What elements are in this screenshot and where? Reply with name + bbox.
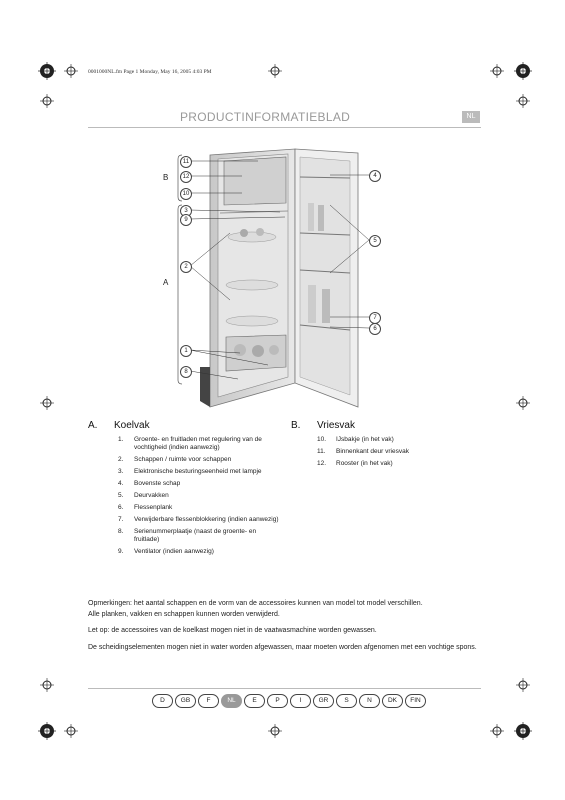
crosshair-icon [490, 64, 504, 78]
section-a-title: Koelvak [114, 420, 150, 431]
remark-removable: Alle planken, vakken en schappen kunnen … [88, 611, 280, 618]
list-item: 7.Verwijderbare flessenblokkering (indie… [118, 516, 279, 523]
crosshair-icon [40, 396, 54, 410]
page-title: PRODUCTINFORMATIEBLAD [180, 110, 351, 124]
list-item: 5.Deurvakken [118, 492, 169, 499]
crosshair-icon [64, 724, 78, 738]
callout-2: 2 [180, 261, 192, 273]
list-item: 2.Schappen / ruimte voor schappen [118, 456, 232, 463]
crosshair-icon [516, 396, 530, 410]
lang-dk[interactable]: DK [382, 694, 403, 708]
lang-gb[interactable]: GB [175, 694, 196, 708]
callout-7: 7 [369, 312, 381, 324]
callout-1: 1 [180, 345, 192, 357]
title-rule [88, 127, 481, 128]
crosshair-icon [40, 678, 54, 692]
section-b-list: 10.IJsbakje (in het vak) 11.Binnenkant d… [317, 436, 487, 472]
crosshair-icon [40, 94, 54, 108]
lang-f[interactable]: F [198, 694, 219, 708]
list-item: 6.Flessenplank [118, 504, 173, 511]
list-item: 4.Bovenste schap [118, 480, 181, 487]
section-a-list: 1.Groente- en fruitladen met regulering … [118, 436, 283, 560]
registration-mark-icon [514, 62, 532, 80]
registration-mark-icon [514, 722, 532, 740]
crosshair-icon [516, 94, 530, 108]
callout-4: 4 [369, 170, 381, 182]
language-selector: D GB F NL E P I GR S N DK FIN [152, 694, 426, 708]
registration-mark-icon [38, 722, 56, 740]
list-item: 11.Binnenkant deur vriesvak [317, 448, 409, 455]
crosshair-icon [268, 64, 282, 78]
fridge-diagram [177, 148, 370, 408]
footer-rule [88, 688, 481, 689]
list-item: 3.Elektronische besturingseenheid met la… [118, 468, 262, 475]
diagram-label-a: A [163, 278, 169, 287]
section-b-title: Vriesvak [317, 420, 355, 431]
callout-8: 8 [180, 366, 192, 378]
lang-s[interactable]: S [336, 694, 357, 708]
lang-e[interactable]: E [244, 694, 265, 708]
lang-d[interactable]: D [152, 694, 173, 708]
callout-9: 9 [180, 214, 192, 226]
crosshair-icon [268, 724, 282, 738]
list-item: 9.Ventilator (indien aanwezig) [118, 548, 214, 555]
lang-i[interactable]: I [290, 694, 311, 708]
lang-p[interactable]: P [267, 694, 288, 708]
diagram-label-b: B [163, 173, 169, 182]
print-header: 0001000NL.fm Page 1 Monday, May 16, 2005… [88, 69, 212, 75]
list-item: 12.Rooster (in het vak) [317, 460, 393, 467]
callout-5: 5 [369, 235, 381, 247]
crosshair-icon [516, 678, 530, 692]
lang-fin[interactable]: FIN [405, 694, 426, 708]
registration-mark-icon [38, 62, 56, 80]
crosshair-icon [490, 724, 504, 738]
list-item: 8.Serienummerplaatje (naast de groente- … [118, 528, 257, 543]
language-badge: NL [462, 111, 480, 123]
list-item: 10.IJsbakje (in het vak) [317, 436, 394, 443]
callout-11: 11 [180, 156, 192, 168]
section-a-letter: A. [88, 420, 98, 431]
callout-6: 6 [369, 323, 381, 335]
remark-dishwasher: Let op: de accessoires van de koelkast m… [88, 627, 377, 634]
remark-accessories: Opmerkingen: het aantal schappen en de v… [88, 600, 423, 607]
crosshair-icon [64, 64, 78, 78]
lang-gr[interactable]: GR [313, 694, 334, 708]
lang-nl[interactable]: NL [221, 694, 242, 708]
section-b-letter: B. [291, 420, 301, 431]
callout-10: 10 [180, 188, 192, 200]
list-item: 1.Groente- en fruitladen met regulering … [118, 436, 262, 451]
lang-n[interactable]: N [359, 694, 380, 708]
callout-12: 12 [180, 171, 192, 183]
remark-cleaning: De scheidingselementen mogen niet in wat… [88, 644, 477, 651]
